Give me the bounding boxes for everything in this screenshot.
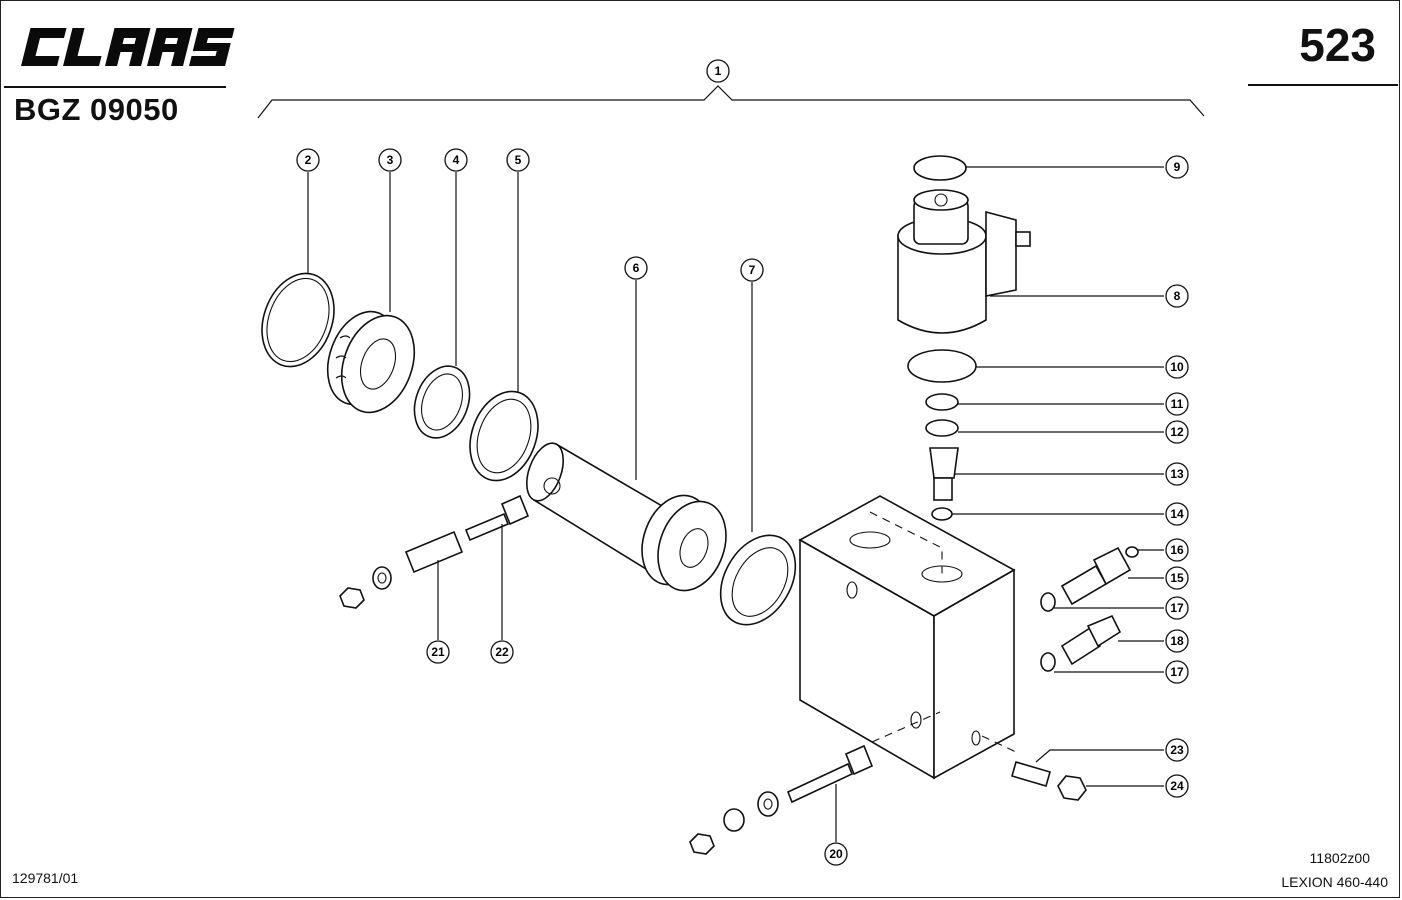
part-oring-17a <box>1040 592 1056 612</box>
part-fitting-15 <box>1060 546 1132 606</box>
svg-text:22: 22 <box>495 645 509 659</box>
svg-text:17: 17 <box>1170 665 1184 679</box>
footer-code: 129781/01 <box>12 870 79 886</box>
part-bolt-set-20 <box>689 744 874 855</box>
callout-12: 12 <box>1165 420 1189 444</box>
svg-text:16: 16 <box>1170 543 1184 557</box>
callout-2: 2 <box>296 148 320 172</box>
svg-text:10: 10 <box>1170 360 1184 374</box>
callout-24: 24 <box>1165 774 1189 798</box>
callout-5: 5 <box>506 148 530 172</box>
svg-text:23: 23 <box>1170 743 1184 757</box>
part-nut-24 <box>1057 775 1087 801</box>
svg-text:21: 21 <box>431 645 445 659</box>
footer-image-ref: 11802z00 <box>1309 850 1370 866</box>
svg-text:3: 3 <box>387 153 394 167</box>
svg-text:15: 15 <box>1170 571 1184 585</box>
header-rule-left <box>4 86 226 88</box>
part-bolt-22 <box>464 494 530 542</box>
svg-text:2: 2 <box>305 153 312 167</box>
callout-16: 16 <box>1165 538 1189 562</box>
svg-text:11: 11 <box>1171 397 1184 411</box>
callout-10: 10 <box>1165 355 1189 379</box>
svg-text:9: 9 <box>1174 160 1181 174</box>
svg-text:1: 1 <box>715 64 722 78</box>
callout-6: 6 <box>624 256 648 280</box>
callout-8: 8 <box>1165 284 1189 308</box>
part-valve-block <box>798 495 1016 780</box>
drawing-number: BGZ 09050 <box>14 92 179 127</box>
part-stud-23 <box>1011 761 1051 787</box>
page-number: 523 <box>1299 19 1376 71</box>
part-piston <box>326 310 416 414</box>
callout-3: 3 <box>378 148 402 172</box>
callout-23: 23 <box>1165 738 1189 762</box>
callout-15: 15 <box>1165 566 1189 590</box>
part-solenoid-coil <box>897 189 1031 334</box>
part-oring-12 <box>925 419 959 437</box>
callout-4: 4 <box>444 148 468 172</box>
svg-text:18: 18 <box>1170 634 1184 648</box>
part-spool-rod <box>525 442 727 592</box>
part-oring-17b <box>1040 652 1056 672</box>
part-ring-4 <box>413 365 471 439</box>
callout-13: 13 <box>1165 462 1189 486</box>
svg-text:8: 8 <box>1174 289 1181 303</box>
callout-17-upper: 17 <box>1165 596 1189 620</box>
part-seal-7 <box>719 534 797 626</box>
callout-11: 11 <box>1165 392 1189 416</box>
callout-22: 22 <box>490 640 514 664</box>
svg-text:12: 12 <box>1170 425 1184 439</box>
svg-text:20: 20 <box>829 847 843 861</box>
part-oring-9 <box>913 155 967 181</box>
footer-model: LEXION 460-440 <box>1281 874 1388 890</box>
callout-20: 20 <box>824 842 848 866</box>
svg-text:6: 6 <box>633 261 640 275</box>
svg-text:14: 14 <box>1170 507 1184 521</box>
svg-text:7: 7 <box>749 263 756 277</box>
part-ring-5 <box>469 390 539 482</box>
callout-7: 7 <box>740 258 764 282</box>
svg-text:13: 13 <box>1170 467 1184 481</box>
claas-logo <box>21 28 235 66</box>
svg-text:17: 17 <box>1170 601 1184 615</box>
part-oring-11 <box>925 393 959 411</box>
leader-lines <box>307 166 1164 842</box>
callout-14: 14 <box>1165 502 1189 526</box>
assembly-bracket <box>257 85 1205 119</box>
part-oring-16 <box>1125 546 1139 558</box>
callout-18: 18 <box>1165 629 1189 653</box>
axis-line <box>871 711 1017 753</box>
part-sleeve-set-21 <box>339 530 464 609</box>
svg-text:5: 5 <box>515 153 522 167</box>
callout-17-lower: 17 <box>1165 660 1189 684</box>
svg-text:4: 4 <box>453 153 460 167</box>
header-rule-right <box>1248 84 1398 86</box>
callout-21: 21 <box>426 640 450 664</box>
part-oring-14 <box>931 507 953 521</box>
part-valve-cartridge <box>929 447 959 501</box>
part-oring-10 <box>907 349 977 383</box>
callout-9: 9 <box>1165 155 1189 179</box>
part-fitting-18 <box>1060 614 1122 666</box>
part-snap-ring <box>261 272 335 368</box>
callout-1: 1 <box>706 59 730 83</box>
svg-text:24: 24 <box>1170 779 1184 793</box>
